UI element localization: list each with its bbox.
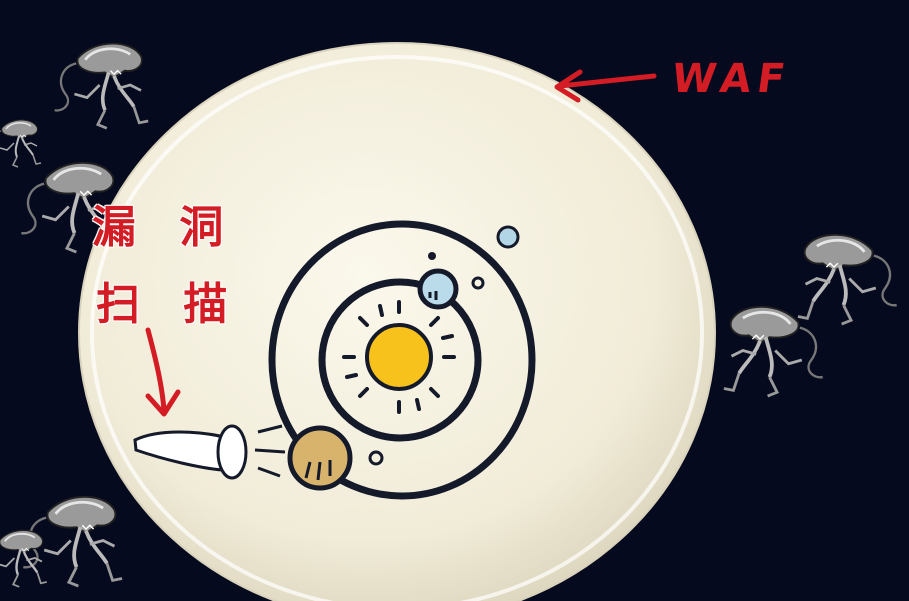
waf-label: WAF: [668, 56, 794, 102]
alien-monster-icon: [52, 41, 150, 130]
flashlight-icon: [133, 424, 286, 480]
planet-icon: [287, 425, 353, 491]
planet-icon: [417, 268, 459, 310]
alien-monster-icon: [796, 232, 899, 327]
waf-arrow: [554, 69, 657, 103]
moon-dot: [428, 252, 436, 260]
vulnerability-label: 漏 洞: [92, 202, 238, 253]
inner-orbit: [318, 278, 482, 442]
scan-arrow: [145, 327, 181, 417]
alien-monster-icon: [0, 529, 49, 588]
solar-system: [268, 220, 536, 500]
scan-label: 扫 描: [96, 279, 242, 330]
alien-monster-icon: [722, 304, 825, 399]
sun-icon: [342, 300, 456, 414]
moon-dot: [471, 276, 485, 290]
moon-dot: [368, 450, 384, 466]
alien-monster-icon: [0, 119, 42, 168]
moon-dot: [496, 225, 520, 249]
